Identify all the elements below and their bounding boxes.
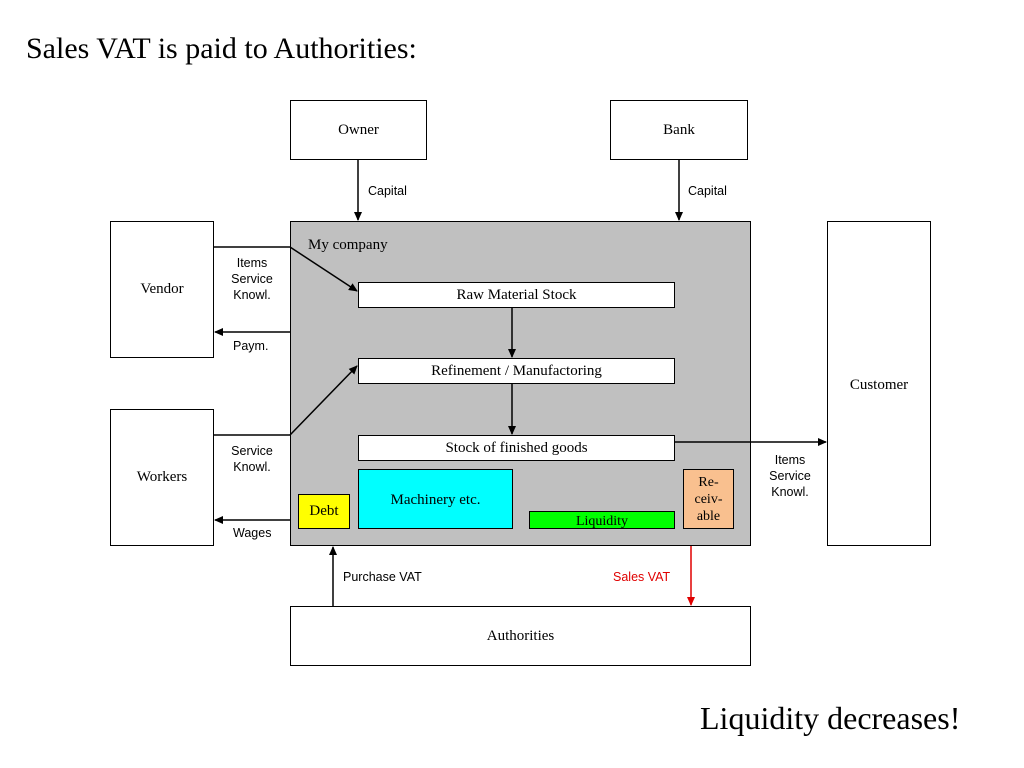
my-company-label: My company [308, 237, 388, 253]
debt-box: Debt [298, 494, 350, 529]
machinery-box: Machinery etc. [358, 469, 513, 529]
refinement-box: Refinement / Manufactoring [358, 358, 675, 384]
liquidity-box: Liquidity [529, 511, 675, 529]
vendor-items-arrow [214, 246, 358, 292]
vendor-payment-label: Paym. [233, 339, 269, 353]
receivable-line-3: able [696, 508, 721, 524]
bank-box: Bank [610, 100, 748, 160]
owner-capital-label: Capital [368, 184, 407, 198]
receivable-line-1: Re- [698, 474, 719, 490]
bank-capital-label: Capital [688, 184, 727, 198]
receivable-line-2: ceiv- [694, 491, 723, 507]
vendor-items-line-2: Service [231, 272, 273, 286]
raw-material-stock-box: Raw Material Stock [358, 282, 675, 308]
customer-items-line-3: Knowl. [771, 485, 809, 499]
owner-box: Owner [290, 100, 427, 160]
workers-service-label: Service Knowl. [224, 443, 280, 475]
workers-service-arrow [214, 365, 358, 436]
vendor-items-line-3: Knowl. [233, 288, 271, 302]
workers-wages-label: Wages [233, 526, 272, 540]
customer-items-label: Items Service Knowl. [762, 452, 818, 500]
receivable-box: Re- ceiv- able [683, 469, 734, 529]
purchase-vat-label: Purchase VAT [343, 570, 422, 584]
conclusion-text: Liquidity decreases! [700, 700, 961, 736]
sales-vat-label: Sales VAT [613, 570, 671, 584]
customer-items-line-1: Items [774, 453, 806, 467]
customer-items-line-2: Service [769, 469, 811, 483]
vendor-box: Vendor [110, 221, 214, 358]
workers-service-line-1: Service [231, 444, 273, 458]
vendor-items-label: Items Service Knowl. [224, 255, 280, 303]
workers-box: Workers [110, 409, 214, 546]
workers-service-line-2: Knowl. [233, 460, 271, 474]
authorities-box: Authorities [290, 606, 751, 666]
vendor-items-line-1: Items [236, 256, 268, 270]
slide-title: Sales VAT is paid to Authorities: [26, 32, 417, 65]
finished-goods-box: Stock of finished goods [358, 435, 675, 461]
customer-box: Customer [827, 221, 931, 546]
